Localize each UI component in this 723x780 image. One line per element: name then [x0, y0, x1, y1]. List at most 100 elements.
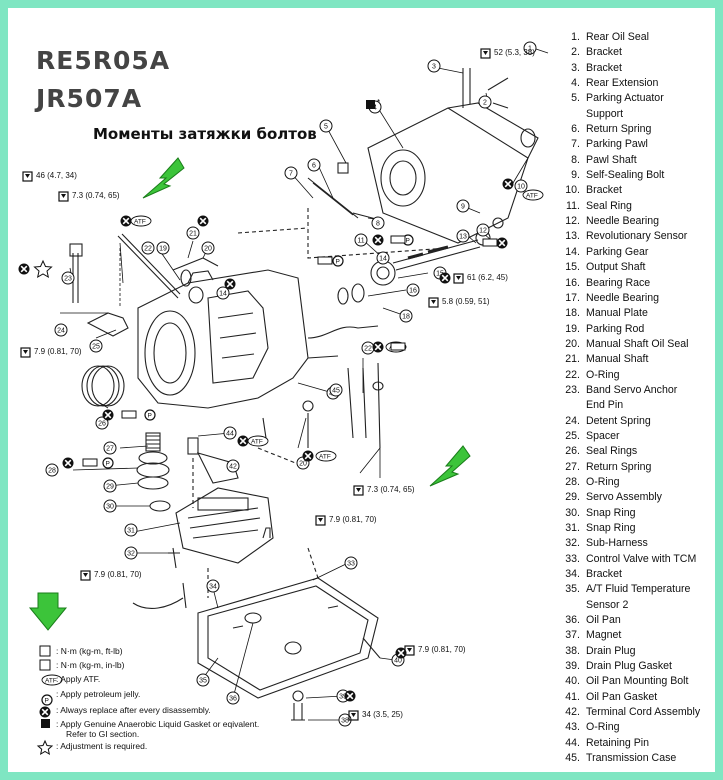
legend-item-number: 31. [565, 522, 580, 534]
callout-number: 31 [127, 528, 135, 535]
legend-item-number: 8. [571, 153, 580, 166]
legend-item-label: Drain Plug [586, 644, 636, 657]
legend-item: 15.Output Shaft [560, 260, 700, 275]
callout-circle [399, 309, 413, 323]
legend-item: 7. Parking Pawl [560, 137, 700, 152]
legend-item-number: 25. [565, 429, 580, 442]
legend-item-number: 21. [565, 353, 580, 366]
legend-item-number: 2. [571, 46, 580, 59]
key-entry: : Apply Genuine Anaerobic Liquid Gasket … [56, 719, 259, 729]
legend-item-label: Revolutionary Sensor [586, 230, 688, 243]
callout-circle [478, 95, 492, 109]
legend-item-label: Parking Actuator [586, 92, 664, 105]
legend-item-number: 15. [565, 261, 580, 274]
callout-circle [344, 556, 358, 570]
legend-item: 38.Drain Plug [560, 644, 700, 659]
torque-value: 7.9 (0.81, 70) [34, 347, 82, 356]
key-entry-text: : Apply Genuine Anaerobic Liquid Gasket … [56, 719, 260, 729]
callout-circle [61, 271, 75, 285]
callout-circle [427, 59, 441, 73]
callout-number: 36 [229, 696, 237, 703]
petroleum-jelly-icon: P [336, 259, 340, 266]
legend-item-number: 3. [571, 61, 580, 74]
legend-item-number: 40. [565, 675, 580, 688]
legend-item-number [560, 107, 580, 122]
atf-icon: ATF [319, 454, 331, 461]
legend-item-label: Oil Pan Gasket [586, 690, 658, 703]
model-title-1: RE5R05A [36, 46, 171, 75]
callout-circle [201, 241, 215, 255]
legend-item-label: Return Spring [586, 460, 652, 473]
callout-number: 11 [357, 238, 364, 245]
legend-item-number: 19. [565, 322, 580, 335]
callout-number: 28 [48, 468, 56, 475]
legend-item-number: 39. [565, 660, 580, 673]
callout-number: 15 [436, 271, 444, 278]
legend-item-label: Detent Spring [586, 414, 651, 427]
legend-item-number: 11. [566, 199, 580, 212]
legend-item: 10.Bracket [560, 183, 700, 198]
callout-circle [124, 523, 138, 537]
legend-item: 2.Bracket [560, 45, 700, 60]
diagram-sheet: RE5R05A JR507A Моменты затяжки болтов [8, 8, 715, 772]
callout-circle [307, 158, 321, 172]
legend-item-label: Servo Assembly [586, 491, 662, 504]
callout-circle [103, 441, 117, 455]
legend-item-number: 41. [565, 690, 580, 703]
legend-item-number: 26. [565, 445, 580, 458]
legend-item: Sensor 2 [560, 598, 700, 613]
callout-number: 18 [402, 314, 410, 321]
key-entry-text: Refer to GI section. [66, 729, 140, 739]
legend-item-number: 7. [571, 138, 580, 151]
torque-value: 5.8 (0.59, 51) [442, 297, 490, 306]
legend-item-label: End Pin [586, 399, 624, 412]
legend-item-number: 33. [565, 552, 580, 565]
callout-number: 3 [432, 64, 436, 71]
callout-number: 33 [347, 561, 355, 568]
legend-item-number: 34. [565, 568, 580, 581]
callout-circle [319, 119, 333, 133]
legend-item-label: Self-Sealing Bolt [586, 169, 665, 182]
legend-item: 3.Bracket [560, 61, 700, 76]
legend-item-label: Oil Pan [586, 614, 621, 627]
legend-item: 32.Sub-Harness [560, 536, 700, 551]
legend-item: 27.Return Spring [560, 460, 700, 475]
legend-item-label: Parking Pawl [586, 138, 648, 151]
liquid-gasket-icon [41, 719, 50, 728]
legend-item-number: 30. [565, 506, 580, 519]
callout-number: 4 [373, 105, 377, 112]
callout-circle [226, 691, 240, 705]
legend-item-label: Return Spring [586, 123, 652, 136]
legend-item: 20.Manual Shaft Oil Seal [560, 337, 700, 352]
legend-item-number: 36. [565, 614, 580, 627]
legend-item: 14.Parking Gear [560, 245, 700, 260]
key-entry: : Always replace after every disassembly… [56, 705, 211, 715]
legend-item-number: 43. [565, 721, 580, 734]
callout-number: 5 [324, 124, 328, 131]
legend-item-label: Seal Ring [586, 199, 632, 212]
atf-icon: ATF [251, 439, 263, 446]
callout-number: 14 [379, 256, 387, 263]
callout-circle [89, 339, 103, 353]
legend-item-label: Manual Shaft Oil Seal [586, 337, 689, 350]
legend-item-number: 17. [565, 291, 580, 304]
legend-item-number: 44. [565, 736, 580, 749]
replace-icons [17, 177, 515, 703]
key-entry-text: : Apply petroleum jelly. [56, 689, 141, 699]
legend-item-number: 1. [571, 31, 580, 43]
callout-number: 6 [312, 163, 316, 170]
legend-item-label: Pawl Shaft [586, 153, 637, 166]
torque-value: 61 (6.2, 45) [467, 273, 508, 282]
diagram-subtitle: Моменты затяжки болтов [93, 125, 317, 143]
legend-item-number: 6. [571, 123, 580, 136]
legend-item: 33. Control Valve with TCM [560, 552, 700, 567]
green-arrow-icon [142, 157, 185, 199]
legend-item-label: Control Valve with TCM [586, 552, 697, 565]
torque-icon [39, 645, 51, 657]
callout-number: 7 [289, 171, 293, 178]
legend-item-number [560, 598, 580, 613]
legend-item: 26.Seal Rings [560, 444, 700, 459]
torque-icon [39, 659, 51, 671]
torque-value: 46 (4.7, 34) [36, 171, 77, 180]
